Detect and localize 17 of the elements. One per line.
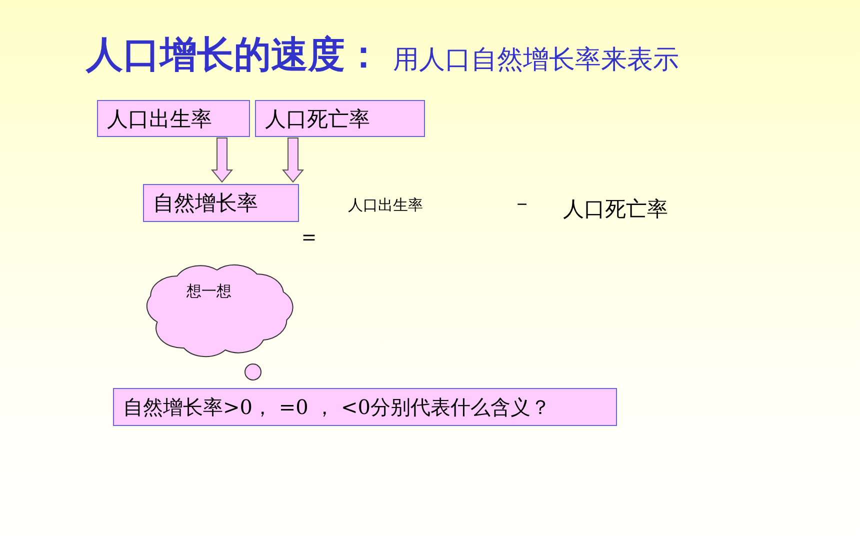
label-box [143, 184, 299, 222]
title: 人口增长的速度： [86, 32, 382, 78]
block-arrow [210, 138, 234, 183]
cloud-text: 想一想 [186, 282, 232, 301]
box-text: 自然增长率 [153, 190, 258, 217]
equals-sign: ＝ [298, 224, 320, 252]
label-box [97, 100, 250, 137]
label-box [113, 388, 617, 426]
block-arrow [282, 138, 304, 183]
minus-sign: － [512, 190, 532, 217]
label-box [255, 100, 425, 137]
formula-term: 人口出生率 [348, 196, 423, 215]
box-text: 人口死亡率 [265, 106, 370, 132]
box-text: 人口出生率 [107, 106, 212, 132]
subtitle: 用人口自然增长率来表示 [393, 44, 679, 77]
box-text: 自然增长率>0， =0 ， <0分别代表什么含义？ [123, 394, 551, 420]
formula-term: 人口死亡率 [563, 196, 668, 223]
